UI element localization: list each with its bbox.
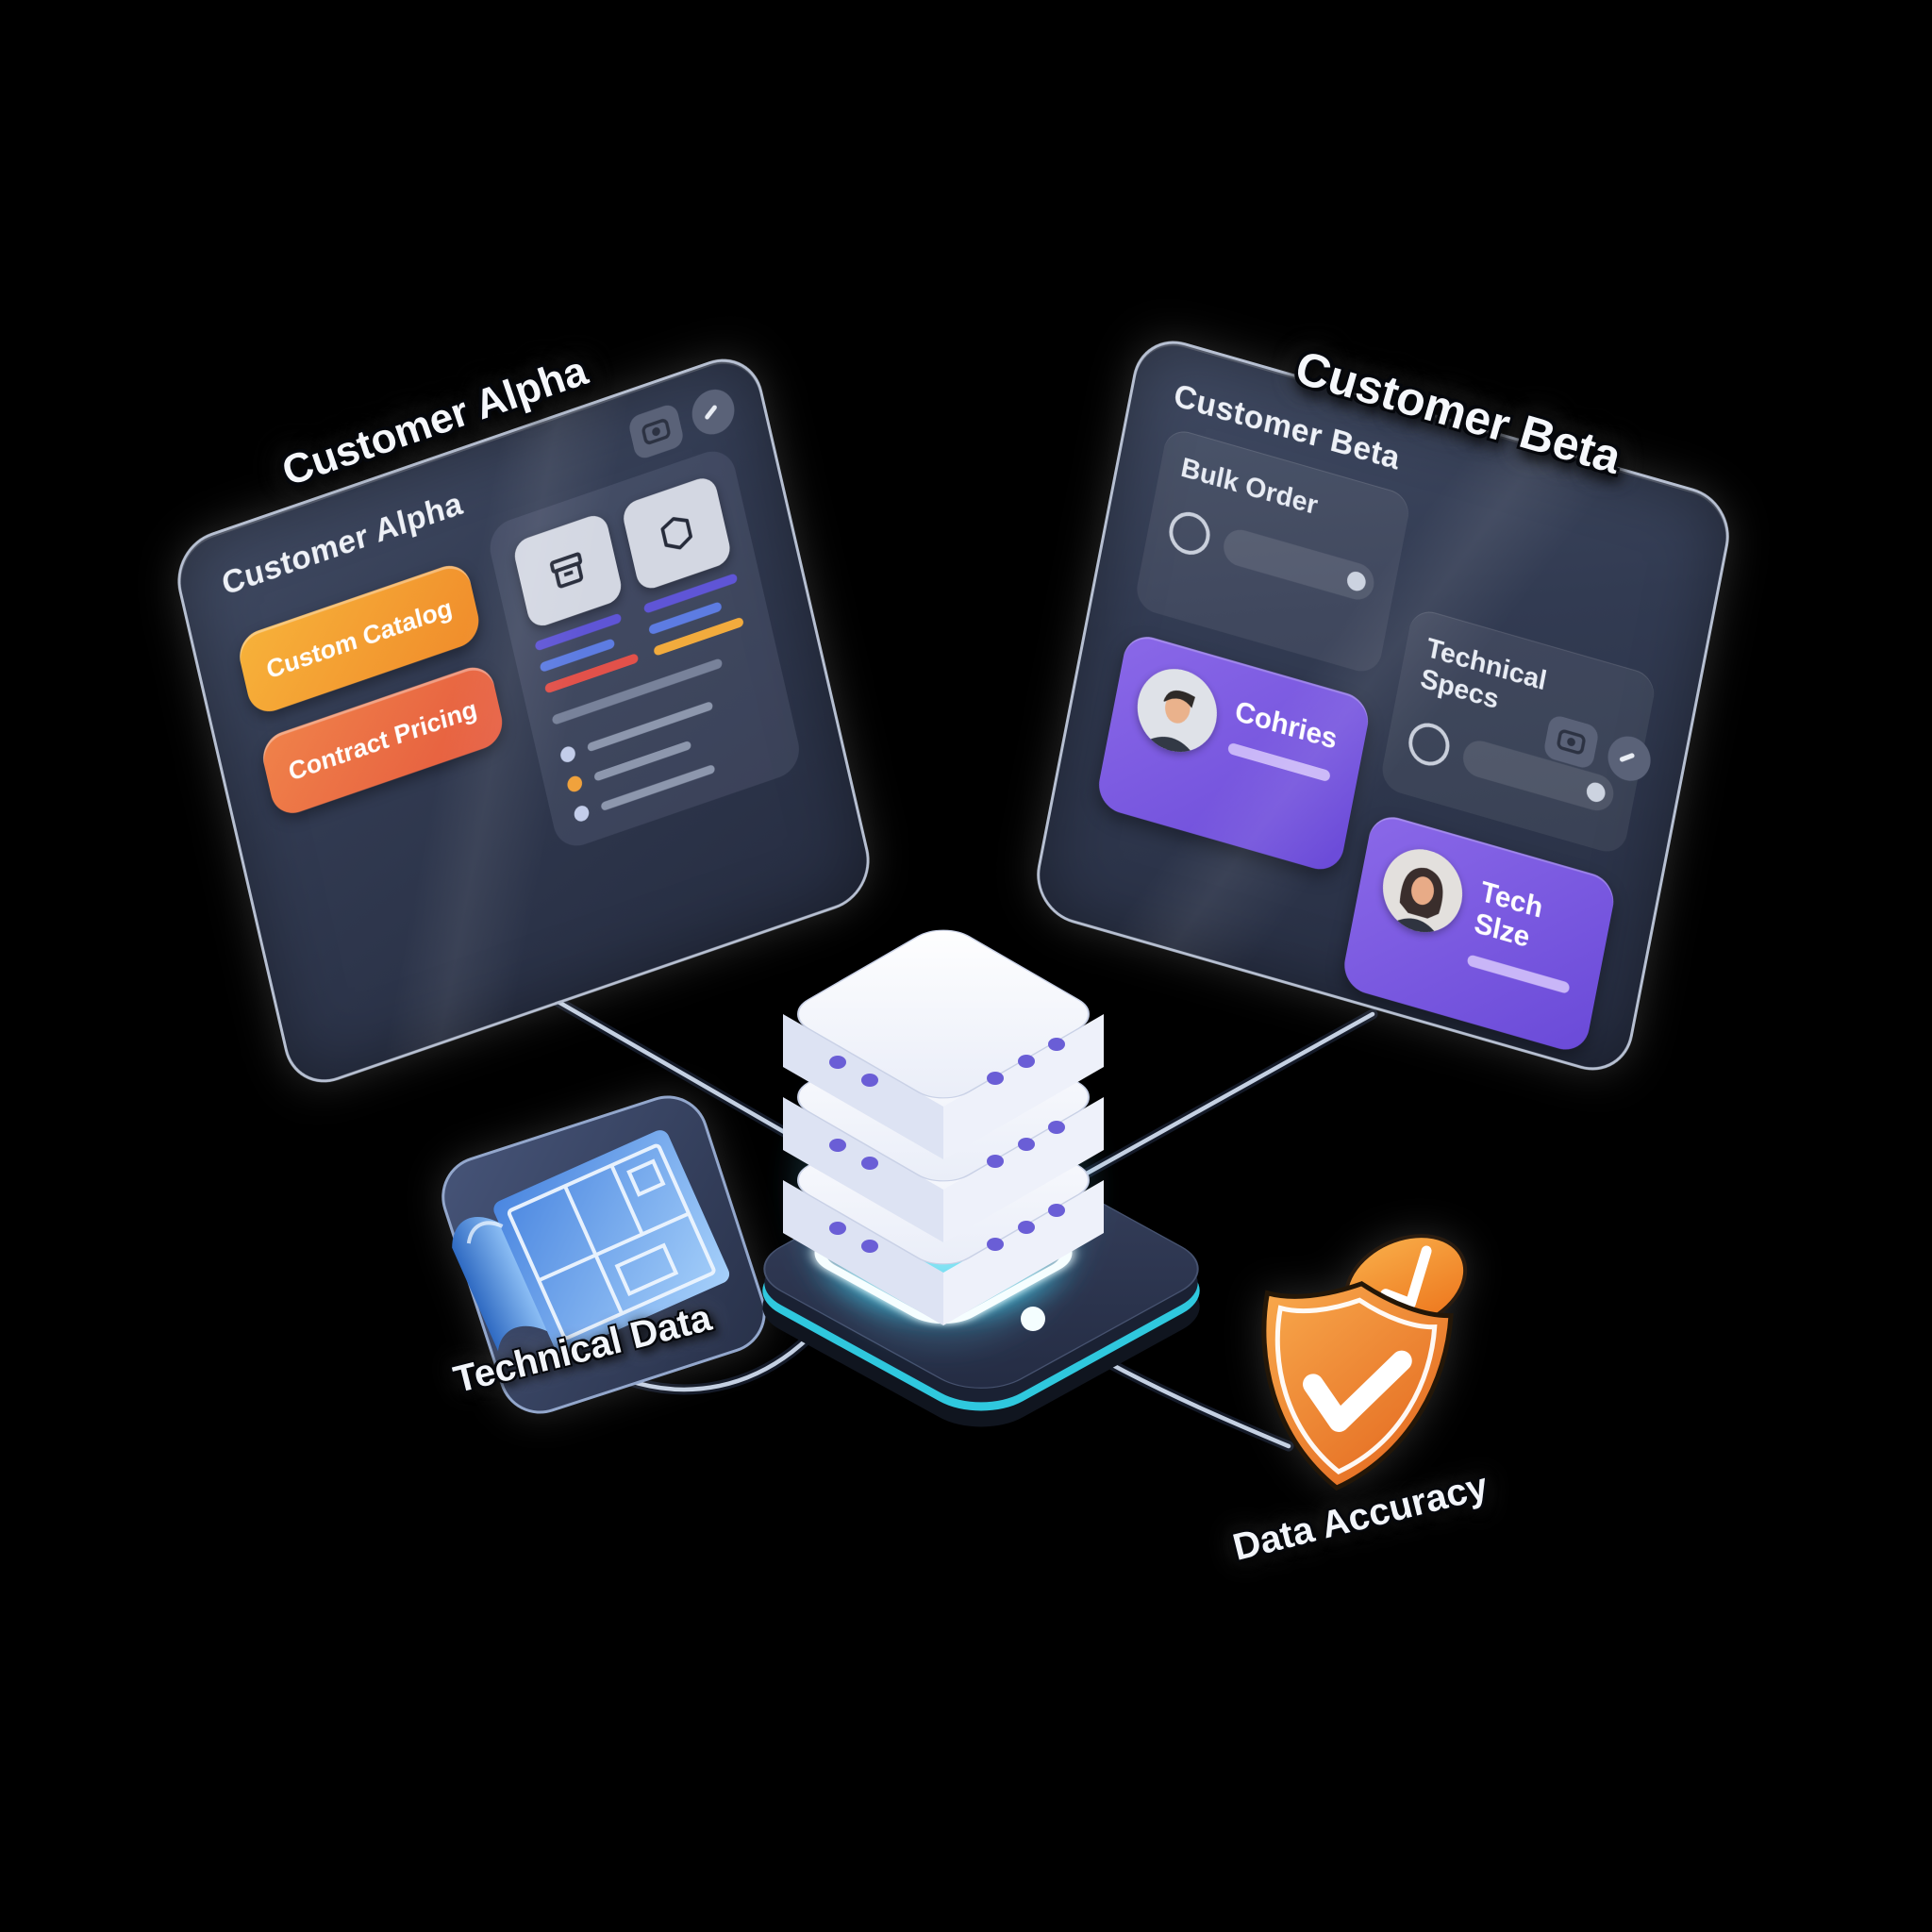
- contact-name: Cohries: [1232, 695, 1341, 756]
- camera-icon[interactable]: [626, 402, 686, 461]
- minimize-icon[interactable]: [688, 383, 739, 441]
- shield-check-icon: [1261, 1234, 1468, 1491]
- contact-card[interactable]: Tech Slze: [1340, 810, 1619, 1057]
- contact-card[interactable]: Cohries: [1094, 630, 1373, 875]
- tile-button[interactable]: [511, 511, 625, 631]
- customer-alpha-panel: Customer Alpha Custom Catalog Contract P…: [168, 346, 879, 1095]
- woman-avatar: [1375, 839, 1470, 942]
- tile-button[interactable]: [620, 474, 734, 593]
- contact-subline: [1466, 954, 1571, 994]
- man-avatar: [1130, 658, 1224, 762]
- window-controls: [626, 383, 739, 461]
- server-stack: [762, 929, 1200, 1427]
- radio-toggle[interactable]: [1165, 507, 1214, 560]
- camera-icon[interactable]: [1542, 713, 1600, 771]
- blueprint-icon: [441, 1095, 766, 1414]
- window-controls: [1542, 713, 1655, 787]
- cube-icon: [660, 517, 692, 550]
- radio-toggle[interactable]: [1405, 718, 1454, 771]
- slider[interactable]: [1220, 525, 1377, 605]
- contact-name: Tech Slze: [1472, 875, 1546, 955]
- archive-icon: [549, 552, 584, 589]
- customer-beta-panel: Customer Beta Bulk Order: [1028, 330, 1738, 1081]
- dashboard-widget: [485, 444, 805, 854]
- server-layer: [783, 929, 1104, 1159]
